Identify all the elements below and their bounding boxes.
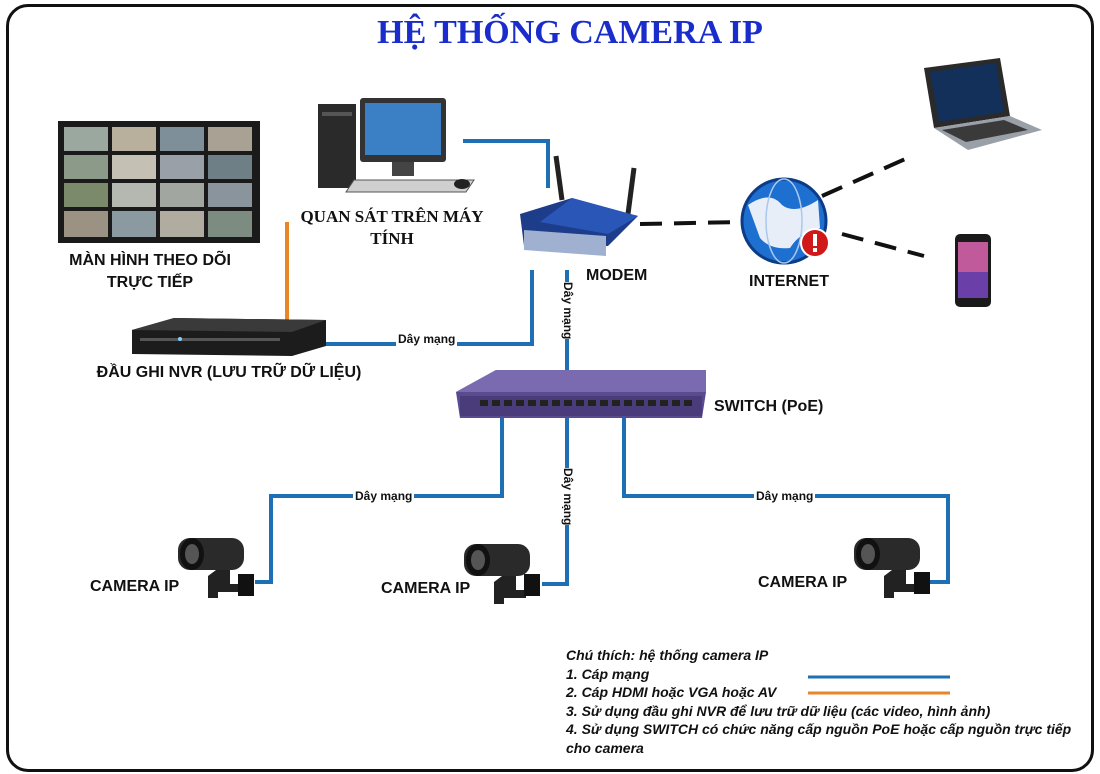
nvr-label: ĐẦU GHI NVR (LƯU TRỮ DỮ LIỆU) bbox=[96, 364, 362, 381]
wireless-links bbox=[639, 154, 925, 258]
switch-label: SWITCH (PoE) bbox=[714, 398, 824, 415]
camera-label-1: CAMERA IP bbox=[90, 578, 180, 595]
network-cable-switch-cam1 bbox=[255, 418, 504, 584]
modem-internet-link bbox=[639, 220, 743, 226]
camera-label-2: CAMERA IP bbox=[381, 580, 471, 597]
monitor-wall bbox=[58, 121, 260, 243]
pc-label: QUAN SÁT TRÊN MÁY TÍNH bbox=[300, 207, 484, 248]
wire-label-nvr: Dây mạng bbox=[396, 332, 458, 346]
wire-label-modem-switch: Dây mạng bbox=[559, 282, 577, 340]
camera-icon-3 bbox=[854, 538, 930, 598]
network-cable-switch-cam3 bbox=[622, 418, 950, 584]
connection-lines bbox=[255, 139, 950, 586]
internet-label: INTERNET bbox=[749, 273, 829, 290]
internet-globe-icon bbox=[740, 177, 830, 265]
smartphone-icon bbox=[955, 234, 991, 307]
diagram-title: HỆ THỐNG CAMERA IP bbox=[377, 14, 763, 51]
network-cable-nvr-modem bbox=[325, 270, 534, 346]
nvr-recorder-icon bbox=[132, 318, 326, 356]
switch-icon bbox=[456, 370, 706, 418]
legend-heading: Chú thích: hệ thống camera IP bbox=[566, 647, 769, 663]
wire-label-cam1: Dây mạng bbox=[353, 489, 415, 503]
legend-item-1: 1. Cáp mạng bbox=[566, 665, 650, 682]
legend-item-2: 2. Cáp HDMI hoặc VGA hoặc AV bbox=[566, 684, 777, 700]
pc-icon bbox=[318, 98, 475, 193]
diagram-frame bbox=[6, 4, 1094, 772]
legend-item-4: 4. Sử dụng SWITCH có chức năng cấp nguồn… bbox=[566, 721, 1072, 756]
camera-icon-1 bbox=[178, 538, 254, 598]
internet-laptop-link bbox=[821, 154, 913, 198]
camera-label-3: CAMERA IP bbox=[758, 574, 848, 591]
monitor-label: MÀN HÌNH THEO DÕI TRỰC TIẾP bbox=[69, 252, 231, 291]
modem-icon bbox=[520, 155, 638, 256]
wire-label-cam3: Dây mạng bbox=[754, 489, 816, 503]
modem-label: MODEM bbox=[586, 267, 648, 284]
camera-icon-2 bbox=[464, 544, 540, 604]
network-cable-pc-modem bbox=[463, 139, 550, 188]
laptop-icon bbox=[924, 58, 1042, 150]
wire-label-cam2: Dây mạng bbox=[559, 468, 577, 526]
legend-item-3: 3. Sử dụng đầu ghi NVR để lưu trữ dữ liệ… bbox=[566, 702, 991, 719]
legend: Chú thích: hệ thống camera IP 1. Cáp mạn… bbox=[566, 646, 1100, 757]
internet-phone-link bbox=[841, 232, 925, 258]
